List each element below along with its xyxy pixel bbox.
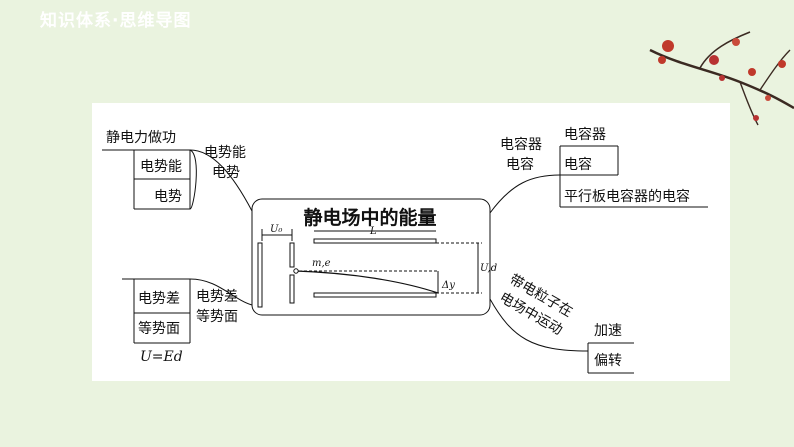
deflect-plate-bottom [313, 292, 437, 298]
label-ud: U,d [480, 263, 498, 274]
left-bottom-item-1: 电势差 [138, 291, 180, 307]
connector-right-bottom [489, 298, 589, 352]
page-title: 知识体系·思维导图 [40, 11, 192, 31]
label-me: m,e [312, 258, 331, 269]
accelerating-plate-left [257, 242, 263, 308]
right-bottom-item-2: 偏转 [594, 353, 622, 369]
plum-blossom-decoration [649, 31, 794, 126]
mind-map-lines [102, 145, 708, 374]
right-top-hub-line1: 电容器 [500, 137, 542, 153]
left-top-item-2: 电势能 [140, 159, 182, 175]
right-top-item-2: 电容 [564, 157, 592, 173]
left-top-item-1: 静电力做功 [106, 130, 176, 146]
label-l: L [370, 226, 377, 237]
left-bottom-hub-line1: 电势差 [196, 289, 238, 305]
right-bottom-item-1: 加速 [594, 323, 622, 339]
left-top-hub-line1: 电势能 [204, 145, 246, 161]
right-top-item-1: 电容器 [564, 127, 606, 143]
left-top-item-3: 电势 [154, 189, 182, 205]
mind-map-panel: 静电场中的能量 U₀ L m,e U,d Δy 静电力做功 电势能 电势 电势能… [92, 103, 730, 381]
label-u0: U₀ [270, 224, 283, 235]
connector-right-top [489, 174, 618, 214]
right-top-item-3: 平行板电容器的电容 [564, 189, 690, 205]
left-bottom-hub-line2: 等势面 [196, 309, 238, 325]
center-title: 静电场中的能量 [303, 207, 437, 229]
label-dy: Δy [442, 280, 455, 291]
left-bottom-item-3: U=Ed [140, 349, 183, 365]
center-box [251, 198, 491, 316]
accelerating-plate-right-top [289, 242, 295, 268]
accelerating-plate-right-bottom [289, 274, 295, 304]
deflect-plate-top [313, 238, 437, 244]
left-top-hub-line2: 电势 [212, 165, 240, 181]
right-top-hub-line2: 电容 [506, 157, 534, 173]
left-bottom-item-2: 等势面 [138, 321, 180, 337]
